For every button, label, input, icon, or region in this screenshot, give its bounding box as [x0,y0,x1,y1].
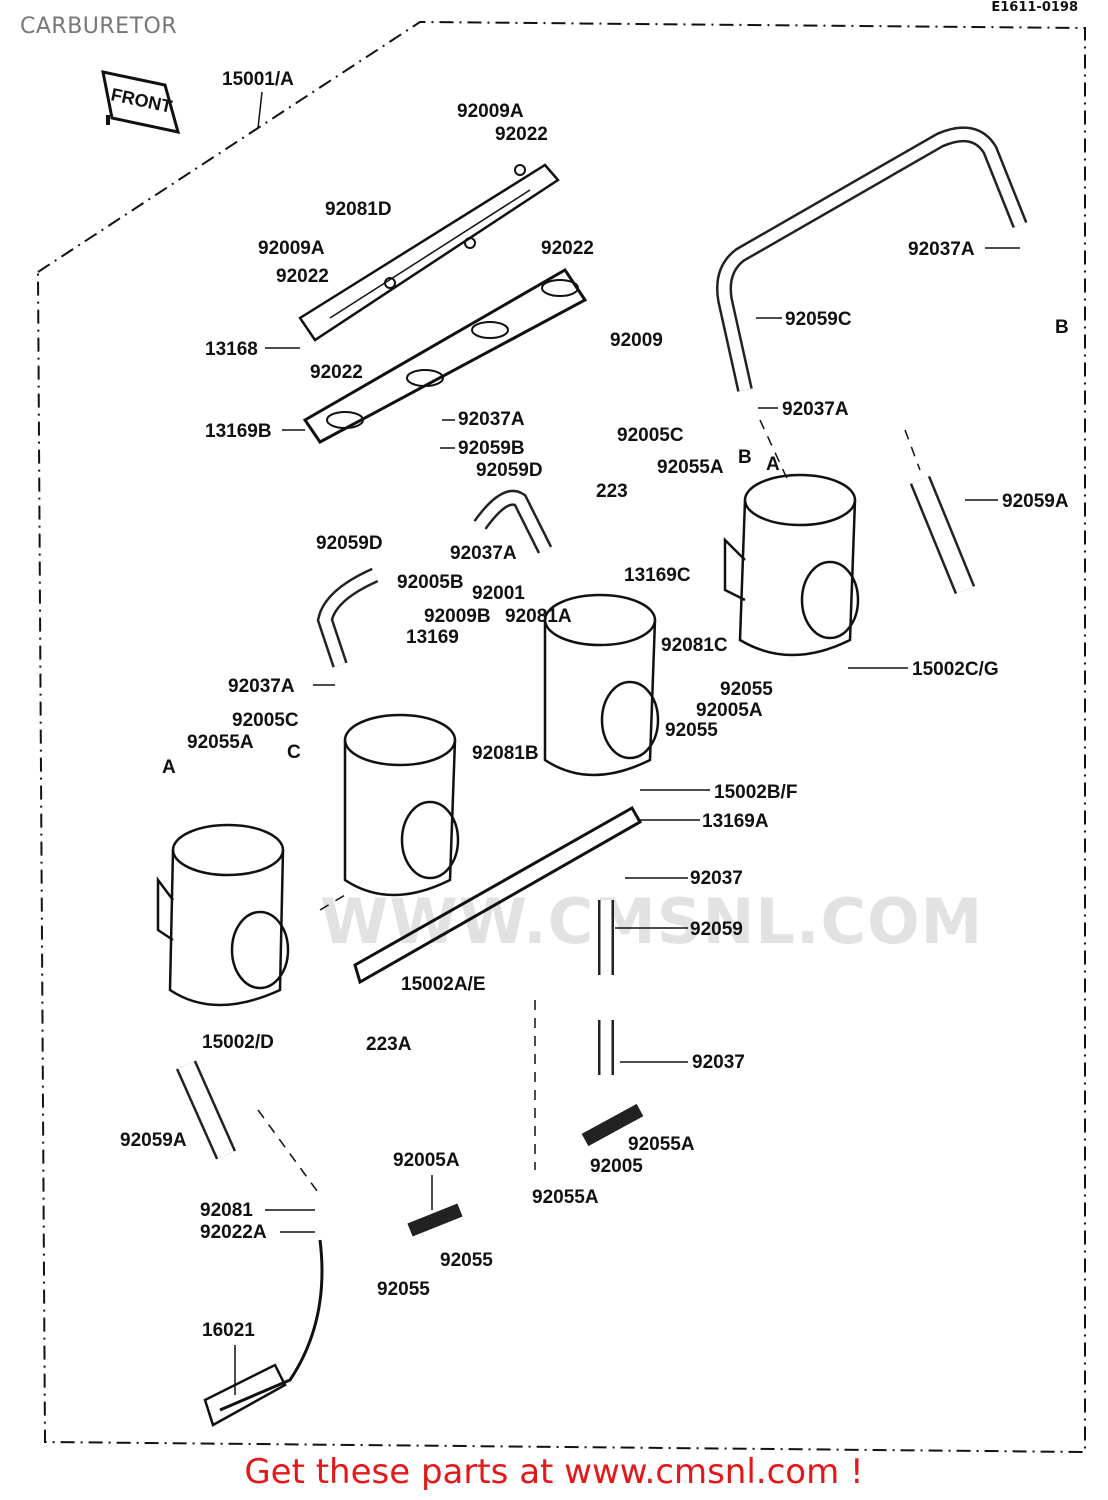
rail-13169A [353,805,643,985]
label-92059D-b: 92059D [316,533,383,554]
label-92059A-b: 92059A [120,1130,187,1151]
front-marker [101,70,181,134]
label-15002BF: 15002B/F [714,782,797,803]
label-B-mid: B [738,447,752,468]
footer-link-text[interactable]: Get these parts at www.cmsnl.com ! [244,1452,864,1492]
label-92055-c: 92055 [440,1250,493,1271]
label-92055-d: 92055 [377,1279,430,1300]
label-92001: 92001 [472,583,525,604]
label-A-mid: A [766,454,780,475]
label-92009B: 92009B [424,606,491,627]
label-92059B: 92059B [458,438,525,459]
label-92009A-top: 92009A [457,101,524,122]
label-92037A-a: 92037A [458,409,525,430]
label-92081C: 92081C [661,635,728,656]
label-92037A-e: 92037A [228,676,295,697]
label-16021: 16021 [202,1320,255,1341]
drawing-code: E1611-0198 [991,0,1078,15]
label-92059A-a: 92059A [1002,491,1069,512]
label-92005C-a: 92005C [617,425,684,446]
label-13168: 13168 [205,339,258,360]
fitting-92005 [581,1103,644,1147]
label-92037A-c: 92037A [782,399,849,420]
carburetor-15002BF [543,593,660,777]
label-92055A-b: 92055A [187,732,254,753]
bracket-13169B [302,267,588,444]
label-223: 223 [596,481,628,502]
label-92081A: 92081A [505,606,572,627]
page-title: CARBURETOR [20,14,178,39]
label-92022-top: 92022 [495,124,548,145]
label-92005B: 92005B [397,572,464,593]
label-92005A-b: 92005A [393,1150,460,1171]
diagram-frame [36,20,1086,1454]
label-15002CG: 15002C/G [912,659,999,680]
label-A-left: A [162,757,176,778]
label-13169A: 13169A [702,811,769,832]
label-92059: 92059 [690,919,743,940]
label-223A: 223A [366,1034,412,1055]
label-92037A-d: 92037A [450,543,517,564]
label-92009: 92009 [610,330,663,351]
label-15001A: 15001/A [222,69,294,90]
label-15002D: 15002/D [202,1032,274,1053]
label-92059C: 92059C [785,309,852,330]
label-92059D-a: 92059D [476,460,543,481]
label-13169: 13169 [406,627,459,648]
fitting-92005A [407,1203,463,1237]
label-13169B: 13169B [205,421,272,442]
label-92005C-b: 92005C [232,710,299,731]
label-92081D: 92081D [325,199,392,220]
label-92022A: 92022A [200,1222,267,1243]
label-92022-right: 92022 [541,238,594,259]
carburetor-15002CG [723,473,860,657]
cable-16021 [219,1239,324,1412]
label-B-right: B [1055,317,1069,338]
label-92055A-d: 92055A [532,1187,599,1208]
label-15002AE: 15002A/E [401,974,486,995]
label-92081: 92081 [200,1200,253,1221]
label-92037-b: 92037 [692,1052,745,1073]
label-C: C [287,742,301,763]
label-92005: 92005 [590,1156,643,1177]
label-92037-a: 92037 [690,868,743,889]
carburetor-15002AE [343,713,460,897]
label-92009A-left: 92009A [258,238,325,259]
label-92022-mid: 92022 [310,362,363,383]
label-92055A-a: 92055A [657,457,724,478]
label-92055A-c: 92055A [628,1134,695,1155]
bracket-13168 [298,163,560,342]
label-92005A-a: 92005A [696,700,763,721]
label-92055-a: 92055 [720,679,773,700]
label-92022-left: 92022 [276,266,329,287]
label-13169C: 13169C [624,565,691,586]
hose-92059C [716,126,1028,392]
label-92037A-b: 92037A [908,239,975,260]
carburetor-15002D [156,823,290,1007]
label-92081B: 92081B [472,743,539,764]
label-92055-b: 92055 [665,720,718,741]
